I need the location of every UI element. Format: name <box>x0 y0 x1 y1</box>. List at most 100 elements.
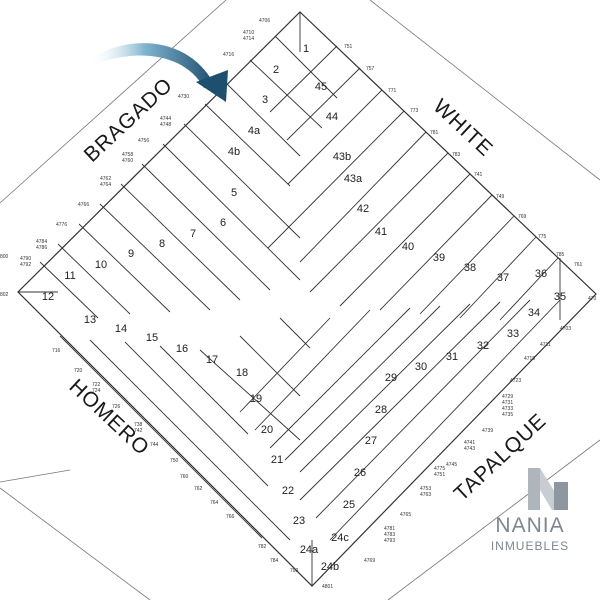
door-number: 760 <box>180 474 189 480</box>
door-number: 800 <box>0 254 9 260</box>
door-number: 764 <box>210 500 219 506</box>
door-number: 4743 <box>464 446 475 452</box>
curved-arrow-icon <box>88 43 228 102</box>
lot-label: 13 <box>84 314 96 326</box>
door-number: 4706 <box>259 18 270 24</box>
lot-label: 23 <box>293 515 305 527</box>
lot-label: 40 <box>402 241 414 253</box>
lot-label: 19 <box>250 393 262 405</box>
door-number: 4703 <box>560 326 571 332</box>
lot-label: 39 <box>433 252 445 264</box>
door-number: 741 <box>474 172 483 178</box>
door-number: 4714 <box>243 36 254 42</box>
lot-label: 41 <box>375 226 387 238</box>
door-number: 4763 <box>420 492 431 498</box>
door-number: 4765 <box>400 512 411 518</box>
door-number: 4710 <box>243 30 254 36</box>
lot-label: 2 <box>273 64 279 76</box>
lot-label: 25 <box>343 499 355 511</box>
lot-label: 28 <box>375 404 387 416</box>
door-number: 722 <box>92 382 101 388</box>
door-number: 4756 <box>138 138 149 144</box>
door-number: 4715 <box>524 356 535 362</box>
lot-label: 34 <box>528 307 540 319</box>
door-number: 720 <box>74 368 83 374</box>
lot-label: 9 <box>128 248 134 260</box>
brand-name: NANIA <box>495 514 564 537</box>
lot-label: 24c <box>331 532 349 544</box>
door-number: 784 <box>270 558 279 564</box>
lot-label: 17 <box>206 354 218 366</box>
door-number: 724 <box>92 388 101 394</box>
door-number: 4711 <box>540 342 551 348</box>
door-number: 4730 <box>178 94 189 100</box>
lot-label: 16 <box>176 343 188 355</box>
lot-label: 29 <box>385 372 397 384</box>
door-number: 4739 <box>482 428 493 434</box>
door-number: 4783 <box>384 532 395 538</box>
lot-label: 26 <box>354 467 366 479</box>
lot-label: 38 <box>464 262 476 274</box>
door-number: 738 <box>134 422 143 428</box>
door-number: 4784 <box>36 239 47 245</box>
door-number: 716 <box>52 348 61 354</box>
lot-label: 45 <box>315 81 327 93</box>
lot-label: 44 <box>326 111 338 123</box>
lot-label: 14 <box>115 323 127 335</box>
door-number: 4744 <box>160 116 171 122</box>
door-number: 749 <box>496 194 505 200</box>
door-number: 762 <box>194 486 203 492</box>
door-number: 4748 <box>160 122 171 128</box>
lot-label: 18 <box>236 367 248 379</box>
lot-label: 24b <box>321 561 339 573</box>
lot-label: 5 <box>231 187 237 199</box>
door-number: 4762 <box>100 176 111 182</box>
door-number: 769 <box>518 214 527 220</box>
door-number: 4733 <box>502 406 513 412</box>
lot-label: 12 <box>42 291 54 303</box>
lot-label: 15 <box>146 332 158 344</box>
door-number: 757 <box>366 66 375 72</box>
door-number: 750 <box>170 458 179 464</box>
door-number: 4801 <box>322 584 333 590</box>
lot-label: 43a <box>344 173 363 185</box>
door-number: 742 <box>134 428 143 434</box>
lot-lines <box>18 12 561 586</box>
lot-label: 31 <box>446 351 458 363</box>
door-number: 4745 <box>446 462 457 468</box>
door-numbers-bottom-left: 716 720 722 724 726 738 742 744 750 760 … <box>52 348 279 564</box>
door-number: 4792 <box>20 262 31 268</box>
door-numbers-bottom: 4769 4783 4781 4793 790 4801 800 802 470 <box>0 254 597 590</box>
door-number: 771 <box>388 88 397 94</box>
door-number: 4741 <box>464 440 475 446</box>
door-number: 4753 <box>420 486 431 492</box>
door-number: 4766 <box>78 202 89 208</box>
lot-label: 21 <box>271 454 283 466</box>
nania-logo-icon <box>528 468 568 510</box>
door-number: 783 <box>452 152 461 158</box>
door-number: 4729 <box>502 394 513 400</box>
door-number: 4723 <box>510 378 521 384</box>
lot-label: 27 <box>365 435 377 447</box>
lot-label: 37 <box>497 272 509 284</box>
door-numbers-top-right: 751 757 771 773 781 783 741 749 769 775 … <box>344 44 583 268</box>
door-number: 766 <box>226 514 235 520</box>
door-number: 4776 <box>56 222 67 228</box>
lot-labels: 1 2 3 4a 4b 5 6 7 8 9 10 11 12 13 14 15 … <box>42 43 566 573</box>
lot-label: 42 <box>357 203 369 215</box>
door-number: 790 <box>290 568 299 574</box>
lot-label: 3 <box>262 94 268 106</box>
lot-label: 6 <box>220 217 226 229</box>
door-numbers-right: 4703 4711 4715 4723 4729 4731 4733 4735 … <box>400 326 571 518</box>
door-number: 4751 <box>434 472 445 478</box>
lot-label: 11 <box>64 270 75 282</box>
lot-label: 4a <box>248 125 261 137</box>
lot-label: 36 <box>535 268 547 280</box>
door-number: 4790 <box>20 256 31 262</box>
lot-label: 33 <box>507 328 519 340</box>
lot-label: 10 <box>95 259 107 271</box>
door-number: 4758 <box>122 152 133 158</box>
door-number: 773 <box>410 108 419 114</box>
